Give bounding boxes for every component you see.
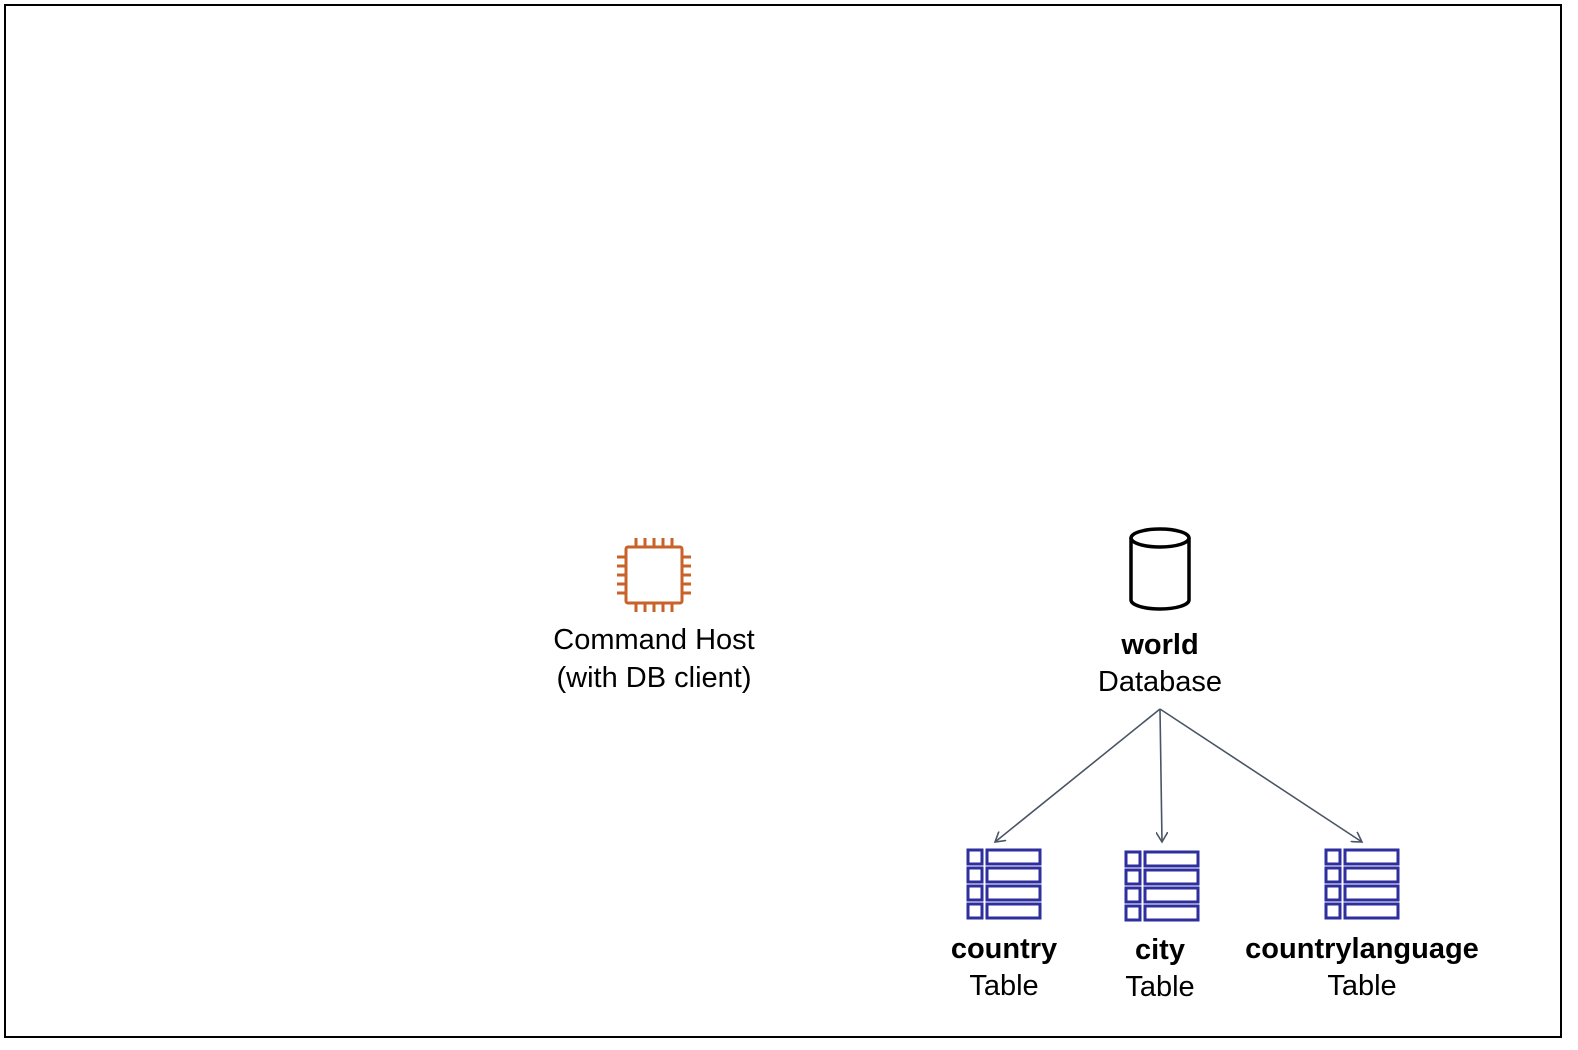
diagram-canvas: Command Host (with DB client) world Data… [4, 4, 1562, 1038]
database-name: world [1121, 629, 1199, 661]
command-host-label: Command Host [553, 624, 755, 656]
table-row-bar [985, 866, 1042, 884]
table-type-city: Table [1125, 971, 1195, 1003]
table-row-marker [966, 866, 984, 884]
table-row-marker [1324, 884, 1342, 902]
table-type-country: Table [969, 970, 1039, 1002]
table-row-marker [1324, 902, 1342, 920]
table-icon [966, 848, 1042, 920]
table-row-bar [1143, 868, 1200, 886]
table-row-marker [1324, 848, 1342, 866]
table-row-bar [1343, 866, 1400, 884]
table-node-countrylanguage: countrylanguage Table [1222, 842, 1502, 1012]
command-host-node: Command Host (with DB client) [504, 526, 804, 706]
table-row-marker [1124, 904, 1142, 922]
table-icon [1324, 848, 1400, 920]
table-row-bar [1143, 850, 1200, 868]
table-row-marker [966, 902, 984, 920]
table-row-bar [1343, 902, 1400, 920]
database-cylinder-icon [1129, 527, 1191, 611]
table-icon [1124, 850, 1200, 922]
table-row-bar [985, 884, 1042, 902]
table-name-countrylanguage: countrylanguage [1245, 933, 1479, 965]
table-row-bar [1143, 886, 1200, 904]
table-row-marker [966, 848, 984, 866]
table-row-marker [966, 884, 984, 902]
table-row-bar [1343, 884, 1400, 902]
table-row-marker [1124, 868, 1142, 886]
database-node: world Database [1040, 526, 1280, 706]
table-row-marker [1324, 866, 1342, 884]
table-type-countrylanguage: Table [1327, 970, 1397, 1002]
table-row-bar [985, 848, 1042, 866]
command-host-sublabel: (with DB client) [556, 662, 752, 694]
table-row-bar [1343, 848, 1400, 866]
database-to-tables-arrows [6, 708, 1560, 1036]
table-row-marker [1124, 850, 1142, 868]
table-row-bar [985, 902, 1042, 920]
table-node-country: country Table [904, 842, 1104, 1012]
table-node-city: city Table [1080, 842, 1240, 1012]
table-name-country: country [950, 933, 1058, 965]
arrow-to-city [1160, 708, 1162, 842]
table-name-city: city [1135, 934, 1185, 966]
ec2-instance-chip-icon [617, 538, 691, 612]
table-row-bar [1143, 904, 1200, 922]
arrow-to-country [995, 708, 1161, 842]
database-type: Database [1097, 666, 1223, 698]
table-row-marker [1124, 886, 1142, 904]
arrow-to-countrylanguage [1159, 708, 1362, 842]
